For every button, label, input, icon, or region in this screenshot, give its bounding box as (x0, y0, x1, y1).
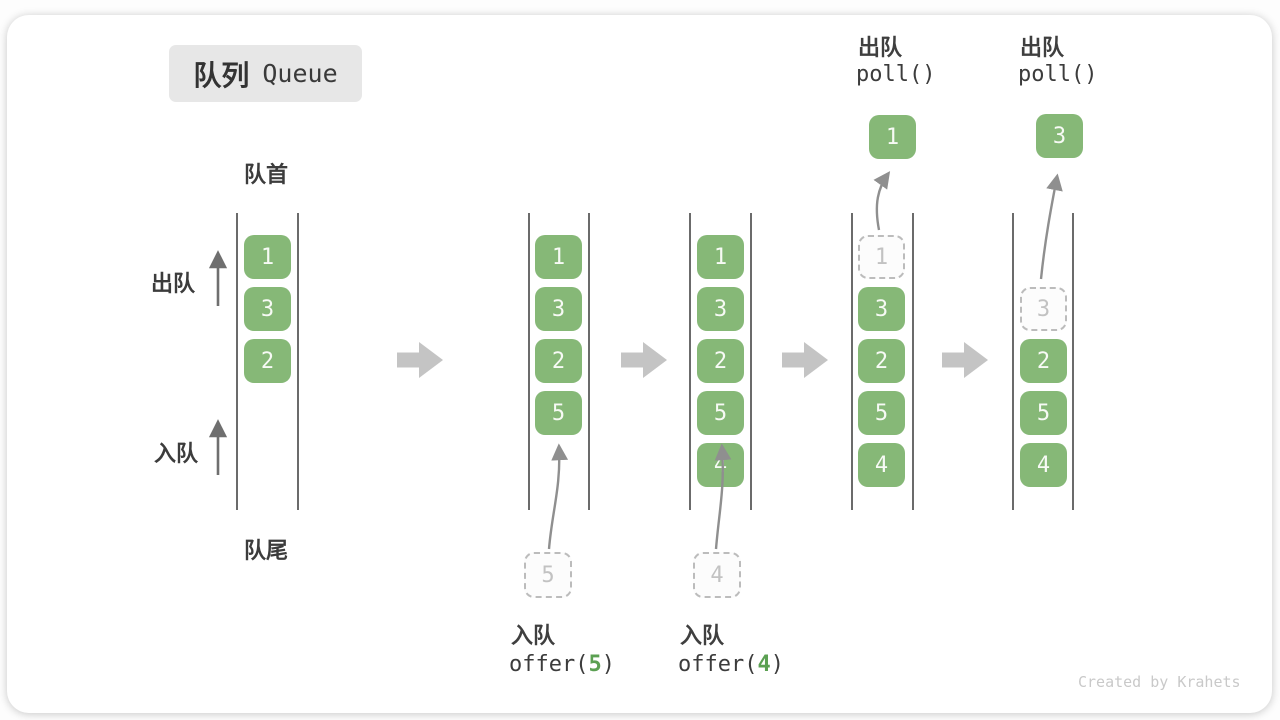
queue-cell: 1 (697, 235, 744, 279)
queue-cell: 2 (244, 339, 291, 383)
code-fn: offer( (509, 652, 589, 677)
channel-wall (912, 213, 914, 510)
removed-slot: 1 (858, 235, 905, 279)
watermark: Created by Krahets (1078, 673, 1241, 691)
enqueue-op-code: offer(4) (678, 652, 784, 677)
queue-cell: 5 (1020, 391, 1067, 435)
queue-cell: 5 (858, 391, 905, 435)
channel-wall (528, 213, 530, 510)
queue-cell: 1 (535, 235, 582, 279)
enqueue-op-label: 入队 (511, 623, 556, 648)
dequeue-op-code: poll() (856, 62, 936, 87)
queue-cell: 2 (858, 339, 905, 383)
queue-cell: 3 (535, 287, 582, 331)
removed-slot: 3 (1020, 287, 1067, 331)
dequeue-op-label: 出队 (1020, 35, 1065, 60)
queue-cell: 3 (244, 287, 291, 331)
incoming-element: 5 (524, 552, 572, 598)
channel-wall (1072, 213, 1074, 510)
queue-cell: 4 (858, 443, 905, 487)
queue-cell: 3 (697, 287, 744, 331)
channel-wall (750, 213, 752, 510)
dequeue-op-label: 出队 (858, 35, 903, 60)
title-english: Queue (262, 59, 338, 88)
queue-rear-label: 队尾 (244, 538, 289, 563)
queue-cell: 2 (1020, 339, 1067, 383)
channel-wall (689, 213, 691, 510)
code-fn: offer( (678, 652, 758, 677)
queue-cell: 4 (697, 443, 744, 487)
queue-cell: 4 (1020, 443, 1067, 487)
dequeue-side-label: 出队 (151, 271, 196, 296)
channel-wall (588, 213, 590, 510)
channel-wall (297, 213, 299, 510)
enqueue-op-code: offer(5) (509, 652, 615, 677)
title-badge: 队列 Queue (169, 45, 362, 102)
queue-cell: 3 (858, 287, 905, 331)
queue-cell: 5 (535, 391, 582, 435)
code-arg: 4 (757, 652, 771, 677)
code-close: ) (770, 652, 784, 677)
dequeue-op-code: poll() (1018, 62, 1098, 87)
queue-front-label: 队首 (244, 162, 289, 187)
code-close: ) (601, 652, 615, 677)
queue-cell: 2 (535, 339, 582, 383)
channel-wall (851, 213, 853, 510)
polled-element: 3 (1036, 114, 1083, 158)
polled-element: 1 (869, 115, 916, 159)
code-arg: 5 (588, 652, 602, 677)
enqueue-op-label: 入队 (680, 623, 725, 648)
queue-cell: 2 (697, 339, 744, 383)
enqueue-side-label: 入队 (154, 441, 199, 466)
queue-cell: 5 (697, 391, 744, 435)
channel-wall (236, 213, 238, 510)
incoming-element: 4 (693, 552, 741, 598)
title-chinese: 队列 (193, 59, 250, 91)
queue-cell: 1 (244, 235, 291, 279)
channel-wall (1012, 213, 1014, 510)
